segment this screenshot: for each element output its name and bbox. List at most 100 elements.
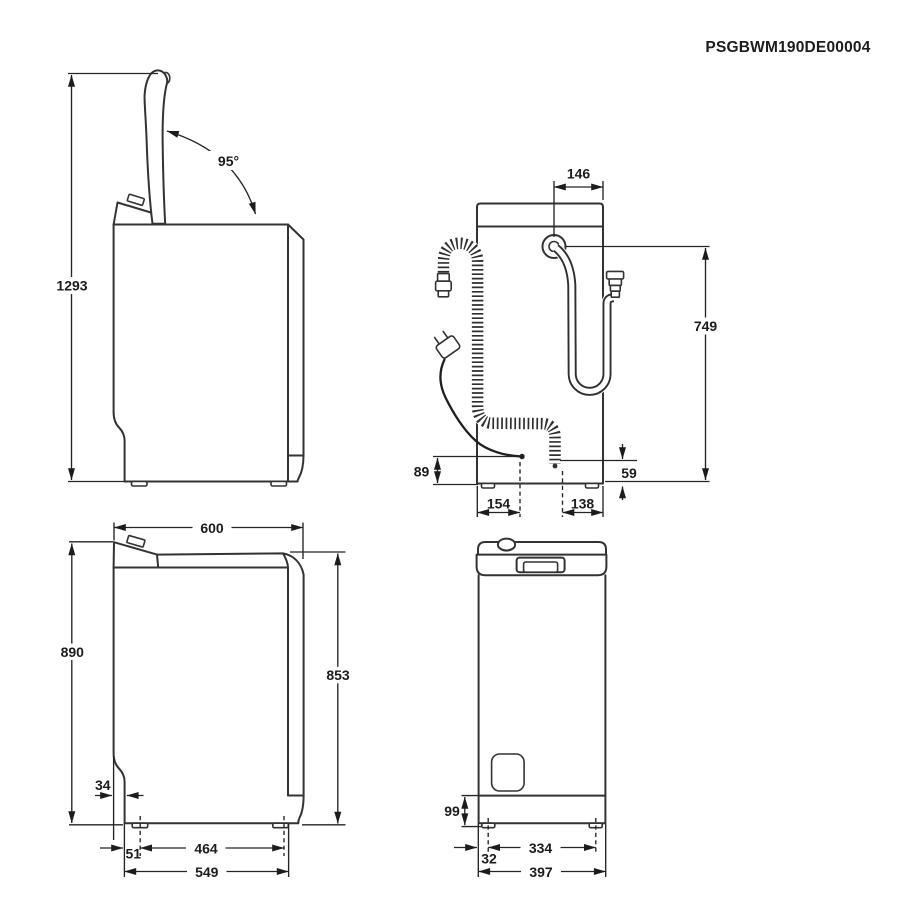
dim-label-plinth-height: 99: [444, 803, 460, 819]
side-view: 600 890 853 34 51 464: [54, 519, 357, 880]
drain-outlet-point: [552, 463, 558, 469]
power-plug: [433, 330, 461, 359]
hose-coupling: [609, 284, 622, 292]
filter-door: [490, 753, 525, 792]
machine-outline: [476, 202, 604, 489]
body-left-edge: [112, 223, 126, 483]
dim-front-foot-offset: 51: [100, 844, 141, 861]
hose-coupling: [610, 290, 621, 299]
drain-hose-mask: [437, 236, 562, 464]
lid-handle-recess: [522, 561, 559, 573]
dim-label-inlet-offset: 146: [567, 166, 591, 182]
dim-label-drain-offset: 138: [571, 496, 595, 512]
dim-label-cord-offset: 154: [487, 496, 511, 512]
control-panel: [112, 541, 160, 569]
extension-lines: [290, 551, 346, 826]
drain-hose-corrugation: [437, 237, 561, 464]
knob-base-line: [497, 546, 516, 552]
lid-tip-detail: [164, 71, 171, 84]
dim-cord-offset: 154: [476, 462, 521, 517]
label-backing: [209, 151, 248, 170]
dim-label-overall-width: 397: [529, 864, 553, 880]
lid-latch: [126, 534, 146, 548]
lid-rear-edge: [282, 552, 289, 569]
foot: [271, 822, 290, 829]
rear-panel: [476, 202, 604, 485]
cord-line: [439, 358, 521, 458]
dim-inlet-height: 749: [566, 245, 724, 483]
dim-label-cord-height: 89: [414, 464, 430, 480]
dim-label-foot-edge-offset: 32: [481, 851, 497, 867]
extension-lines: [566, 245, 710, 483]
drain-hose: [434, 236, 562, 469]
dim-label-height-lid-open: 1293: [56, 278, 87, 294]
dim-label-inlet-height: 749: [694, 318, 718, 334]
foot-centerlines: [487, 818, 597, 852]
dim-label-lid-angle: 95°: [218, 153, 239, 169]
label-backing: [186, 840, 226, 857]
base-corner-detail: [287, 794, 305, 825]
dim-foot-spacing: 464: [140, 840, 285, 857]
dim-label-foot-spacing: 334: [529, 840, 553, 856]
dim-base-depth: 549: [123, 823, 290, 880]
extension-lines: [68, 72, 158, 483]
drain-hose-fitting: [436, 272, 451, 283]
foot: [584, 482, 600, 489]
dim-inlet-offset: 146: [553, 166, 604, 237]
cabinet: [477, 574, 607, 825]
dim-overall-width: 397: [477, 823, 607, 880]
power-cord: [433, 330, 525, 460]
label-backing: [687, 317, 724, 335]
worktop-and-back-edge: [156, 552, 305, 797]
dim-cord-height: 89: [414, 455, 519, 486]
machine-outline: [112, 193, 305, 487]
machine-outline: [475, 537, 608, 829]
label-backing: [192, 519, 232, 536]
cord-exit-point: [519, 453, 525, 460]
extension-lines: [433, 455, 519, 486]
label-backing: [520, 839, 561, 856]
label-backing: [54, 277, 90, 294]
drain-hose-fitting: [437, 289, 450, 298]
body-back-edge: [287, 223, 305, 457]
dim-label-top-depth: 600: [200, 520, 224, 536]
dim-worktop-height: 853: [290, 551, 357, 826]
dim-label-base-depth: 549: [195, 864, 219, 880]
dim-label-worktop-height: 853: [326, 667, 350, 683]
label-backing: [521, 863, 561, 880]
control-band: [475, 553, 608, 577]
lid-latch: [126, 193, 146, 207]
dim-label-drain-height: 59: [621, 465, 637, 481]
base-corner-detail: [287, 454, 305, 483]
machine-outline: [112, 534, 305, 829]
foot: [270, 480, 288, 487]
dim-plinth-height: 99: [444, 794, 481, 828]
dim-foot-spacing: 334: [488, 839, 596, 856]
dim-height-lid-open: 1293: [54, 72, 158, 483]
open-lid: [143, 69, 169, 225]
dim-top-depth: 600: [113, 519, 304, 559]
dim-drain-height: 59: [560, 444, 637, 500]
label-backing: [319, 666, 357, 684]
dim-label-base-inset: 34: [95, 777, 111, 793]
dim-label-foot-spacing: 464: [194, 840, 218, 856]
control-panel: [112, 201, 155, 226]
drawing-number: PSGBWM190DE00004: [705, 39, 870, 56]
dim-lid-angle: 95°: [166, 130, 257, 215]
drain-hose-fitting: [434, 280, 453, 292]
dim-drain-offset: 138: [561, 471, 604, 517]
inlet-hose: [552, 243, 625, 397]
plug-body: [435, 335, 461, 359]
dim-label-overall-height: 890: [61, 644, 85, 660]
plug-prongs: [433, 330, 449, 345]
label-backing: [54, 643, 91, 660]
foot: [480, 482, 496, 489]
dim-foot-edge-offset: 32: [454, 844, 497, 867]
hose-coupling: [605, 270, 625, 280]
hose-coupling: [608, 278, 623, 287]
angle-arc: [166, 130, 257, 215]
front-view: 99 32 334 397: [444, 537, 608, 880]
body-left-edge: [112, 566, 126, 825]
dim-overall-height: 890: [54, 541, 123, 826]
